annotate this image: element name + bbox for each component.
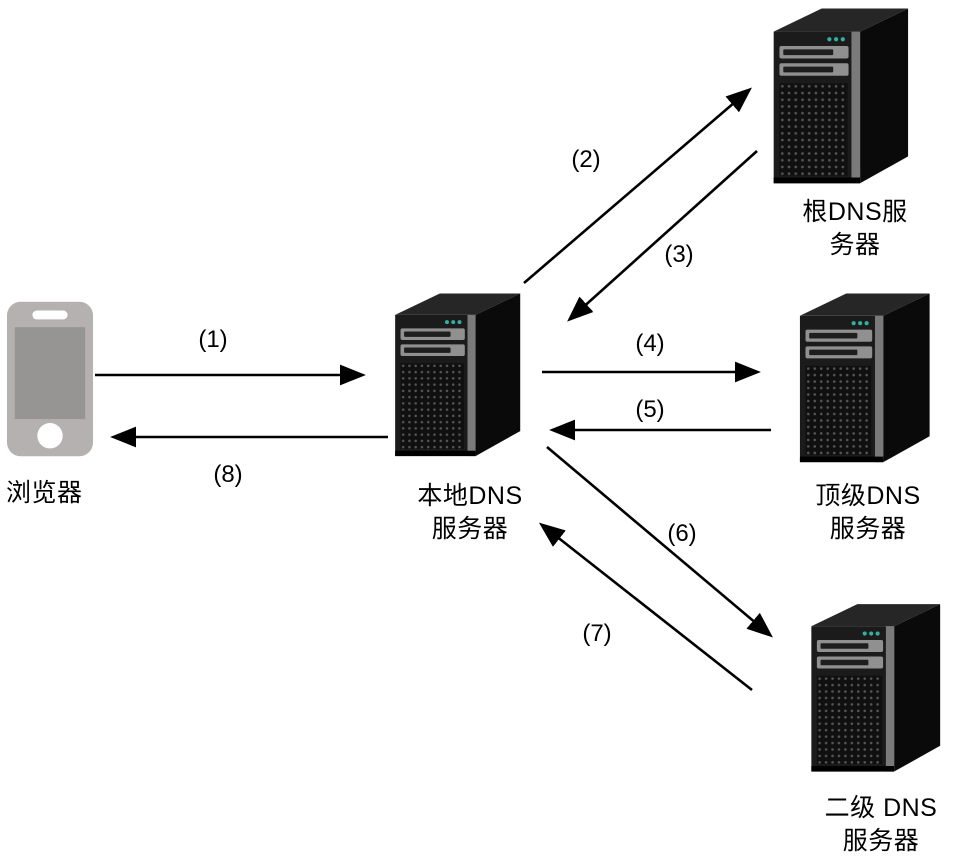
local-dns-label-line1: 本地DNS (417, 482, 523, 510)
tld-dns-label-line1: 顶级DNS (815, 482, 921, 510)
server-tower-icon (792, 288, 932, 464)
step-label-8: (8) (213, 461, 243, 488)
second-dns-label-line1: 二级 DNS (824, 794, 938, 822)
step-label-3: (3) (664, 241, 694, 268)
browser-label: 浏览器 (6, 479, 83, 507)
step-label-6: (6) (667, 520, 697, 547)
step-label-4: (4) (635, 330, 665, 357)
server-tower-icon (804, 598, 942, 774)
server-tower-icon (766, 0, 910, 188)
second-dns-label-line2: 服务器 (842, 827, 920, 855)
tld-dns-label: 顶级DNS 服务器 (798, 480, 938, 546)
step-label-1: (1) (198, 326, 228, 353)
step-label-5: (5) (635, 396, 665, 423)
smartphone-icon (6, 300, 94, 458)
arrow-step-7 (538, 522, 753, 692)
root-dns-label: 根DNS服 务器 (785, 196, 925, 262)
step-label-7: (7) (582, 620, 612, 647)
local-dns-label-line2: 服务器 (431, 515, 509, 543)
arrow-step-6 (546, 446, 773, 638)
step-label-2: (2) (571, 146, 601, 173)
root-dns-label-line1: 根DNS服 (802, 198, 908, 226)
root-dns-label-line2: 务器 (829, 231, 881, 259)
tld-dns-label-line2: 服务器 (829, 515, 907, 543)
arrow-step-3 (567, 150, 758, 322)
arrow-step-2 (523, 87, 752, 284)
local-dns-label: 本地DNS 服务器 (400, 480, 540, 546)
second-dns-label: 二级 DNS 服务器 (806, 792, 953, 858)
server-tower-icon (388, 284, 522, 462)
